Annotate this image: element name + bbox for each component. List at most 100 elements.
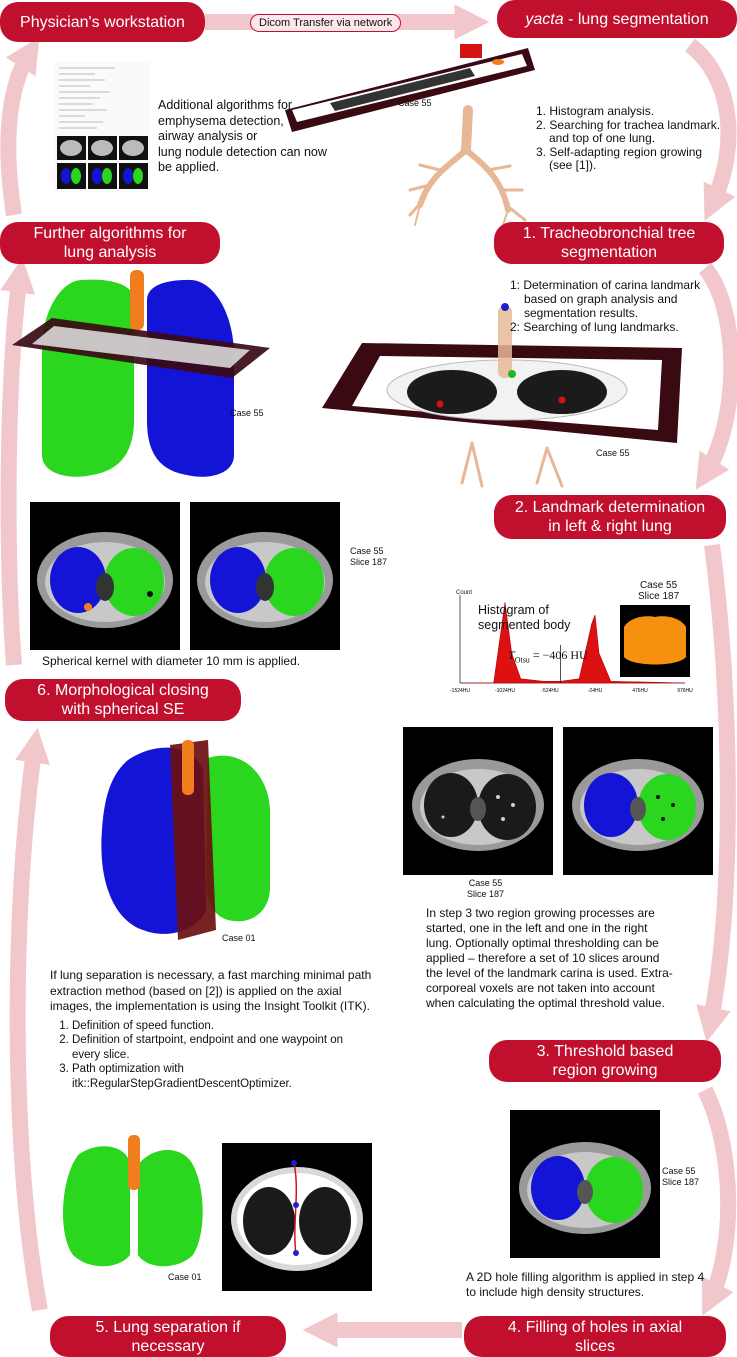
- lungs-3d-case01-figure: [98, 740, 278, 940]
- step-1-tracheobronchial: 1. Tracheobronchial tree segmentation: [494, 222, 724, 264]
- histogram-title-line1: Histogram of: [478, 603, 570, 618]
- step-yacta: yacta - lung segmentation: [497, 0, 737, 38]
- region-text-line4: applied – therefore a set of 10 slices a…: [426, 951, 716, 966]
- histogram-tick-label: 476HU: [632, 688, 648, 694]
- further-line1: Further algorithms for: [34, 224, 187, 243]
- arrow-step3-to-step4: [705, 1090, 728, 1300]
- histogram-case-caption: Case 55 Slice 187: [638, 580, 679, 602]
- closing-case: Case 55: [350, 546, 387, 557]
- separation-steps-list: Definition of speed function. Definition…: [50, 1019, 405, 1092]
- ct-slice-closing-before: [30, 502, 180, 650]
- kernel-caption: Spherical kernel with diameter 10 mm is …: [42, 654, 300, 669]
- holes-slice: Slice 187: [662, 1177, 699, 1188]
- workstation-description: Additional algorithms for emphysema dete…: [158, 98, 348, 176]
- region-text-line7: when calculating the optimal threshold v…: [426, 996, 716, 1011]
- histogram-tick-label: -1024HU: [495, 688, 515, 694]
- landmark-item1b: based on graph analysis and: [510, 292, 735, 306]
- separation-text-line1: If lung separation is necessary, a fast …: [50, 968, 405, 984]
- yacta-item2b: and top of one lung.: [536, 132, 736, 146]
- step-5-line1: 5. Lung separation if: [96, 1318, 241, 1337]
- holes-case: Case 55: [662, 1166, 699, 1177]
- segmented-body-image: [620, 605, 690, 677]
- case-label-carina: Case 55: [596, 448, 630, 459]
- step-3-line2: region growing: [553, 1061, 658, 1080]
- yacta-item2a: 2. Searching for trachea landmark.: [536, 119, 736, 133]
- separation-step-3a: Path optimization with: [72, 1063, 184, 1075]
- step-1-line2: segmentation: [561, 243, 657, 262]
- step-6-morphological: 6. Morphological closing with spherical …: [5, 679, 241, 721]
- histogram-tick-label: -24HU: [588, 688, 603, 694]
- threshold-sub: Otsu: [515, 655, 530, 664]
- histogram-threshold-label: TOtsu = −406 HU: [508, 648, 588, 667]
- histogram-tick-label: 976HU: [677, 688, 693, 694]
- workstation-text-line3: airway analysis or: [158, 129, 348, 145]
- step-4-line1: 4. Filling of holes in axial: [508, 1318, 682, 1337]
- separation-step-2b: every slice.: [72, 1049, 130, 1061]
- landmark-item1c: segmentation results.: [510, 306, 735, 320]
- step-1-line1: 1. Tracheobronchial tree: [523, 224, 696, 243]
- yacta-item1: 1. Histogram analysis.: [536, 105, 736, 119]
- yacta-steps-list: 1. Histogram analysis. 2. Searching for …: [536, 105, 736, 173]
- separation-text-line3: images, the implementation is using the …: [50, 999, 405, 1015]
- landmark-item2: 2: Searching of lung landmarks.: [510, 320, 735, 334]
- region-case-caption: Case 55 Slice 187: [467, 878, 504, 900]
- lungs-3d-case55-figure: [12, 270, 270, 480]
- yacta-item3a: 3. Self-adapting region growing: [536, 146, 736, 160]
- yacta-name: yacta: [525, 11, 563, 28]
- region-case: Case 55: [467, 878, 504, 889]
- holes-case-caption: Case 55 Slice 187: [662, 1166, 699, 1188]
- ct-slice-hole-filling: [510, 1110, 660, 1258]
- histogram-case: Case 55: [638, 580, 679, 591]
- step-5-line2: necessary: [132, 1337, 205, 1356]
- separation-step-3b: itk::RegularStepGradientDescentOptimizer…: [72, 1078, 292, 1090]
- ct-slice-region-grown: [563, 727, 713, 875]
- case-label-case01-bottom: Case 01: [168, 1272, 202, 1283]
- lungs-3d-green-figure: [58, 1135, 208, 1275]
- region-text-line3: lung. Optionally optimal thresholding ca…: [426, 936, 716, 951]
- step-yacta-label: yacta - lung segmentation: [525, 10, 708, 29]
- landmark-item1a: 1: Determination of carina landmark: [510, 278, 735, 292]
- step-3-threshold: 3. Threshold based region growing: [489, 1040, 721, 1082]
- landmark-steps-list: 1: Determination of carina landmark base…: [510, 278, 735, 334]
- step-4-filling: 4. Filling of holes in axial slices: [464, 1316, 726, 1357]
- separation-step-3: Path optimization withitk::RegularStepGr…: [72, 1062, 405, 1091]
- holes-text-line1: A 2D hole filling algorithm is applied i…: [466, 1270, 736, 1285]
- region-text-line2: started, one in the left and one in the …: [426, 921, 716, 936]
- histogram-tick-label: -524HU: [541, 688, 559, 694]
- step-5-separation: 5. Lung separation if necessary: [50, 1316, 286, 1357]
- region-text-line1: In step 3 two region growing processes a…: [426, 906, 716, 921]
- arrow-further-to-workstation: [8, 52, 30, 215]
- region-growing-description: In step 3 two region growing processes a…: [426, 906, 716, 1011]
- region-text-line6: corporeal voxels are not taken into acco…: [426, 981, 716, 996]
- step-6-line2: with spherical SE: [62, 700, 185, 719]
- step-2-line1: 2. Landmark determination: [515, 498, 705, 517]
- ct-slice-raw: [403, 727, 553, 875]
- workstation-text-line1: Additional algorithms for: [158, 98, 348, 114]
- hole-filling-description: A 2D hole filling algorithm is applied i…: [466, 1270, 736, 1300]
- ct-slice-separation: [222, 1143, 372, 1291]
- closing-slice: Slice 187: [350, 557, 387, 568]
- threshold-eq: = −406 HU: [530, 648, 588, 662]
- histogram-slice: Slice 187: [638, 591, 679, 602]
- separation-text-line2: extraction method (based on [2]) is appl…: [50, 984, 405, 1000]
- step-2-landmark: 2. Landmark determination in left & righ…: [494, 495, 726, 539]
- holes-text-line2: to include high density structures.: [466, 1285, 736, 1300]
- step-4-line2: slices: [575, 1337, 615, 1356]
- step-6-line1: 6. Morphological closing: [37, 681, 209, 700]
- histogram-title: Histogram of segmented body: [478, 603, 570, 633]
- step-2-line2: in left & right lung: [548, 517, 672, 536]
- histogram-tick-label: -1524HU: [450, 688, 470, 694]
- step-workstation: Physician's workstation: [0, 2, 205, 42]
- step-3-line1: 3. Threshold based: [537, 1042, 674, 1061]
- step-workstation-label: Physician's workstation: [20, 13, 185, 32]
- separation-description: If lung separation is necessary, a fast …: [50, 968, 405, 1091]
- case-label-lungs-3d: Case 55: [230, 408, 264, 419]
- histogram-title-line2: segmented body: [478, 618, 570, 633]
- workstation-text-line4: lung nodule detection can now: [158, 145, 348, 161]
- region-text-line5: the level of the landmark carina is used…: [426, 966, 716, 981]
- case-label-top: Case 55: [398, 98, 432, 109]
- workstation-text-line2: emphysema detection,: [158, 114, 348, 130]
- separation-step-2: Definition of startpoint, endpoint and o…: [72, 1033, 405, 1062]
- closing-case-caption: Case 55 Slice 187: [350, 546, 387, 568]
- step-further-algorithms: Further algorithms for lung analysis: [0, 222, 220, 264]
